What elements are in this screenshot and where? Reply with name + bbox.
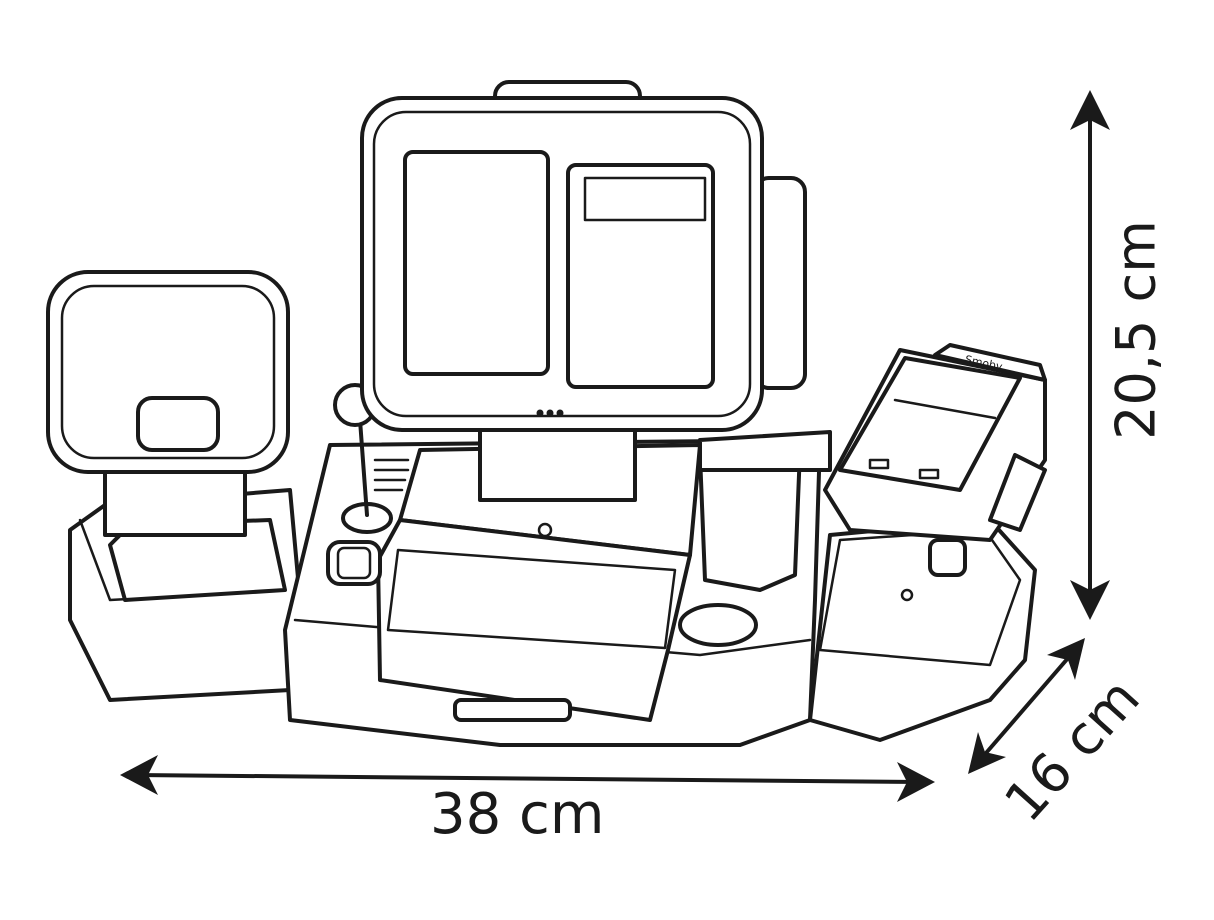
width-dimension (120, 755, 935, 802)
depth-dimension (968, 638, 1085, 774)
screen-display (360, 80, 807, 432)
height-dimension (1070, 90, 1110, 620)
speaker-grille (373, 458, 410, 492)
height-label: 20,5 cm (1104, 220, 1168, 440)
card-reader-stand: Smoby (808, 343, 1047, 742)
width-label: 38 cm (430, 782, 605, 847)
hand-scanner (678, 430, 832, 647)
register-body (283, 383, 832, 747)
joystick (333, 383, 393, 534)
scanner-stand (46, 270, 302, 702)
